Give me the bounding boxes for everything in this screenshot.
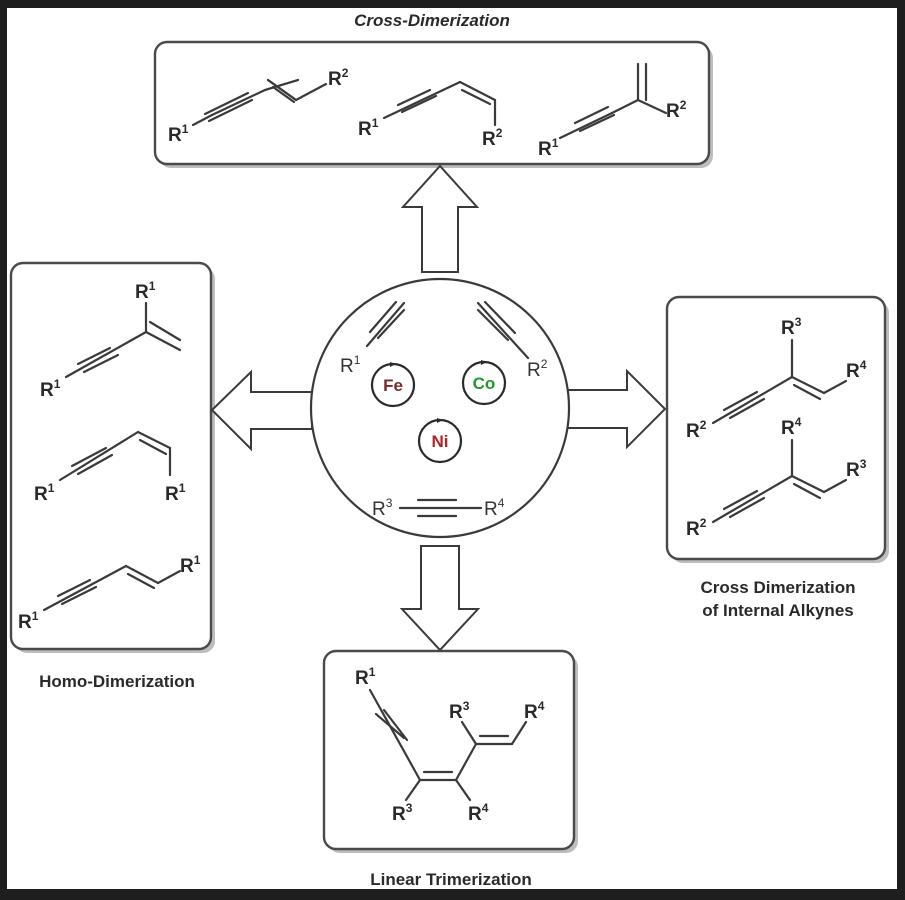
label-r3: R3 [372,496,393,520]
product-enyne-r2-r4-r3: R2 R4 R3 [686,415,867,540]
label-r2: R2 [666,98,687,122]
product-gem-enyne-r1-r2: R1 R2 [538,62,687,160]
label-r3: R3 [846,457,867,481]
metal-cycle-fe: Fe [370,362,416,408]
caption-internal-cross-dimerization-1: Cross Dimerization [701,578,856,597]
label-r2: R2 [527,357,548,381]
label-r1: R1 [180,553,201,577]
terminal-alkyne-r1: R1 [340,300,406,377]
label-r4: R4 [846,358,867,382]
cycle-arrow-icon [481,360,487,365]
metal-ni: Ni [432,432,449,451]
arrow-right [566,368,667,450]
product-e-enyne-r1-r1: R1 R1 [18,553,201,633]
product-enyne-r2-r3-r4: R2 R3 R4 [686,315,867,442]
label-r4: R4 [524,699,545,723]
catalyst-circle: R1 R2 R3 R4 [309,277,571,539]
label-r3: R3 [781,315,802,339]
label-r2: R2 [686,418,707,442]
product-z-enyne-r1-r1: R1 R1 [34,430,186,505]
caption-cross-dimerization: Cross-Dimerization [354,11,510,30]
figure-canvas: Cross-Dimerization R1 R2 [7,8,897,889]
label-r1: R1 [135,279,156,303]
reaction-scheme: Cross-Dimerization R1 R2 [9,11,889,889]
box-linear-trimerization: R1 R3 R4 R3 R4 [322,649,578,853]
label-r3: R3 [392,801,413,825]
arrow-up [400,164,480,273]
metal-cycle-co: Co [461,360,507,406]
label-r1: R1 [358,116,379,140]
box-cross-dimerization: R1 R2 R1 R2 [153,40,713,168]
label-r2: R2 [686,516,707,540]
cycle-arrow-icon [437,418,443,423]
label-r2: R2 [328,66,349,90]
label-r1: R1 [340,353,361,377]
caption-linear-trimerization: Linear Trimerization [370,870,532,889]
product-e-enyne-r1-r2: R1 R2 [168,66,349,146]
arrow-left [210,369,313,452]
product-gem-enyne-r1-r1: R1 R1 [40,279,182,401]
cycle-arrow-icon [390,362,396,367]
caption-homo-dimerization: Homo-Dimerization [39,672,195,691]
label-r1: R1 [538,136,559,160]
arrow-down [399,545,481,652]
label-r3: R3 [449,699,470,723]
box-homo-dimerization: R1 R1 R1 R1 [9,261,215,653]
box-internal-cross-dimerization: R2 R3 R4 R2 R4 R3 [665,295,889,563]
label-r2: R2 [482,126,503,150]
label-r1: R1 [355,665,376,689]
label-r1: R1 [40,377,61,401]
product-z-enyne-r1-r2: R1 R2 [358,80,503,150]
product-dienyne: R1 R3 R4 R3 R4 [355,665,545,825]
label-r1: R1 [18,609,39,633]
terminal-alkyne-r2: R2 [476,300,548,381]
label-r4: R4 [781,415,802,439]
metal-co: Co [473,374,496,393]
label-r1: R1 [34,481,55,505]
internal-alkyne-r3-r4: R3 R4 [372,496,505,520]
metal-fe: Fe [383,376,403,395]
label-r1: R1 [165,481,186,505]
label-r4: R4 [484,496,505,520]
metal-cycle-ni: Ni [417,418,463,464]
caption-internal-cross-dimerization-2: of Internal Alkynes [702,601,853,620]
label-r4: R4 [468,801,489,825]
label-r1: R1 [168,122,189,146]
